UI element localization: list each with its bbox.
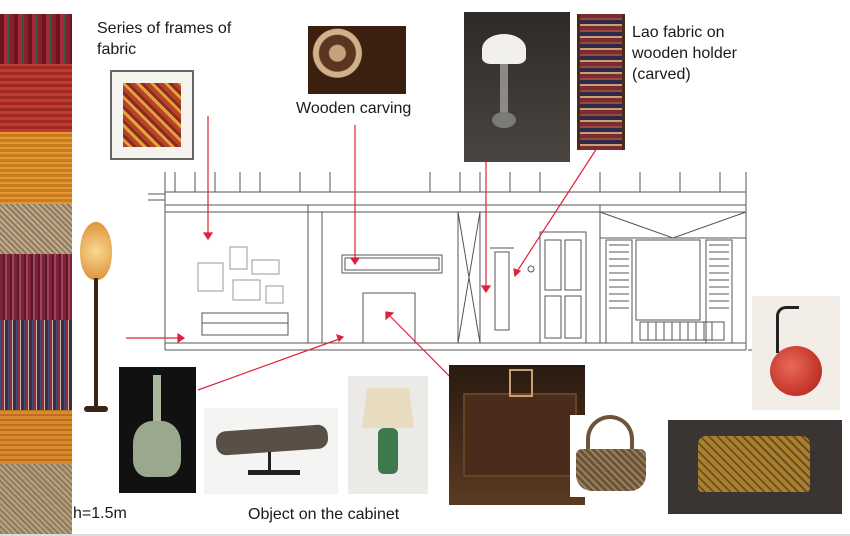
cabinet-object-label: Object on the cabinet [248, 506, 400, 523]
cabinet-photo [449, 365, 585, 505]
oil-lamp-photo [464, 12, 570, 162]
fabric-swatch [0, 254, 72, 320]
height-note: h=1.5m [73, 505, 127, 522]
carving-label: Wooden carving [296, 100, 412, 117]
table-lamp-photo [348, 376, 428, 494]
framed-fabric-photo [110, 70, 194, 160]
fabric-swatch [0, 14, 72, 64]
fabric-swatch [0, 132, 72, 204]
fabric-swatch-strip [0, 14, 72, 536]
fabric-swatch [0, 64, 72, 132]
wood-sculpture-photo [204, 408, 338, 494]
fabric-swatch [0, 464, 72, 536]
frames-label: Series of frames of fabric [97, 20, 232, 58]
red-pot-photo [752, 296, 840, 410]
fabric-swatch [0, 320, 72, 410]
fabric-swatch [0, 410, 72, 464]
wooden-carving-photo [308, 26, 406, 94]
lao-fabric-label: Lao fabric on wooden holder (carved) [632, 24, 737, 83]
lao-fabric-holder-photo [577, 14, 625, 150]
celadon-vase-photo [119, 367, 196, 493]
gold-box-photo [668, 420, 842, 514]
basket-photo [570, 415, 654, 497]
silk-lamp-photo [78, 222, 114, 416]
fabric-swatch [0, 204, 72, 254]
bottom-rule [0, 534, 850, 536]
